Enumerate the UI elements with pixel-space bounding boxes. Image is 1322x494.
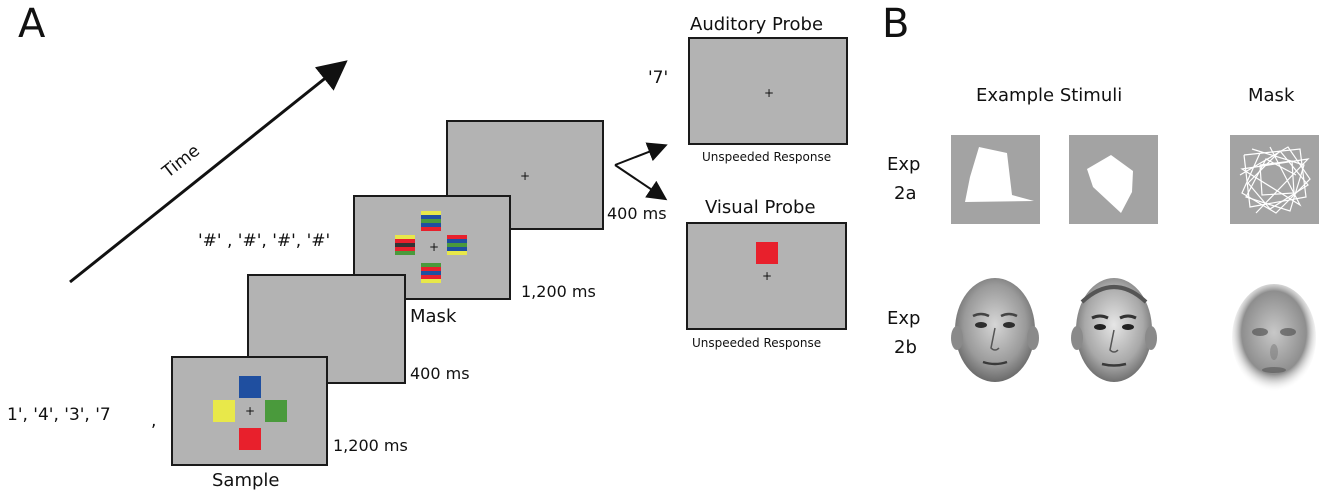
- auditory-probe-screen: +: [688, 37, 848, 145]
- sample-square-top: [239, 376, 261, 398]
- time-arrow: [69, 60, 348, 284]
- panel-a-letter: A: [18, 1, 46, 47]
- exp-2b-label-line2: 2b: [894, 337, 917, 358]
- fixation-cross: +: [429, 240, 440, 254]
- mask-heading: Mask: [1248, 85, 1295, 106]
- exp-2b-label-line1: Exp: [887, 308, 921, 329]
- sample-square-bottom: [239, 428, 261, 450]
- sample-square-right: [265, 400, 287, 422]
- fixation-cross: +: [764, 86, 775, 100]
- sample-label: Sample: [212, 470, 280, 491]
- exp-2a-label-line1: Exp: [887, 154, 921, 175]
- sample-sequence: 1', '4', '3', '7: [7, 405, 111, 425]
- shape-mask: [1230, 135, 1319, 224]
- visual-probe-screen: +: [686, 222, 847, 330]
- branch-arrow-up: [614, 142, 668, 166]
- mask-patch-right: [447, 235, 467, 257]
- panel-b-letter: B: [882, 1, 910, 47]
- example-stimuli-heading: Example Stimuli: [976, 85, 1123, 106]
- face-mask: [1232, 284, 1316, 392]
- sample-square-left: [213, 400, 235, 422]
- blank-2-duration: 400 ms: [607, 204, 667, 223]
- visual-response: Unspeeded Response: [692, 336, 822, 350]
- fixation-cross: +: [520, 169, 531, 183]
- exp-2a-label-line2: 2a: [894, 183, 917, 204]
- face-stimulus-1: [951, 278, 1039, 382]
- mask-duration: 1,200 ms: [521, 282, 596, 301]
- polygon-shape: [965, 147, 1034, 202]
- auditory-probe-label: Auditory Probe: [690, 14, 824, 35]
- mask-patch-top: [421, 211, 441, 233]
- sample-screen: +: [171, 356, 328, 466]
- shape-stimulus-2: [1069, 135, 1158, 224]
- mask-patch-left: [395, 235, 415, 257]
- auditory-stimulus: '7': [648, 68, 669, 88]
- shape-stimulus-1: [951, 135, 1040, 224]
- mask-sequence: '#' , '#', '#', '#': [198, 231, 331, 251]
- mask-label: Mask: [410, 306, 457, 327]
- mask-patch-bottom: [421, 263, 441, 285]
- fixation-cross: +: [245, 404, 256, 418]
- sample-sequence-tail: ,: [151, 411, 157, 431]
- polygon-shape: [1087, 155, 1133, 213]
- branch-arrow-down: [614, 164, 668, 201]
- blank-1-duration: 400 ms: [410, 364, 470, 383]
- fixation-cross: +: [762, 269, 773, 283]
- auditory-response: Unspeeded Response: [702, 150, 832, 164]
- visual-probe-label: Visual Probe: [705, 197, 816, 218]
- face-stimulus-2: [1071, 278, 1157, 382]
- visual-probe-square: [756, 242, 778, 264]
- line-mask-pattern: [1239, 146, 1311, 214]
- sample-duration: 1,200 ms: [333, 436, 408, 455]
